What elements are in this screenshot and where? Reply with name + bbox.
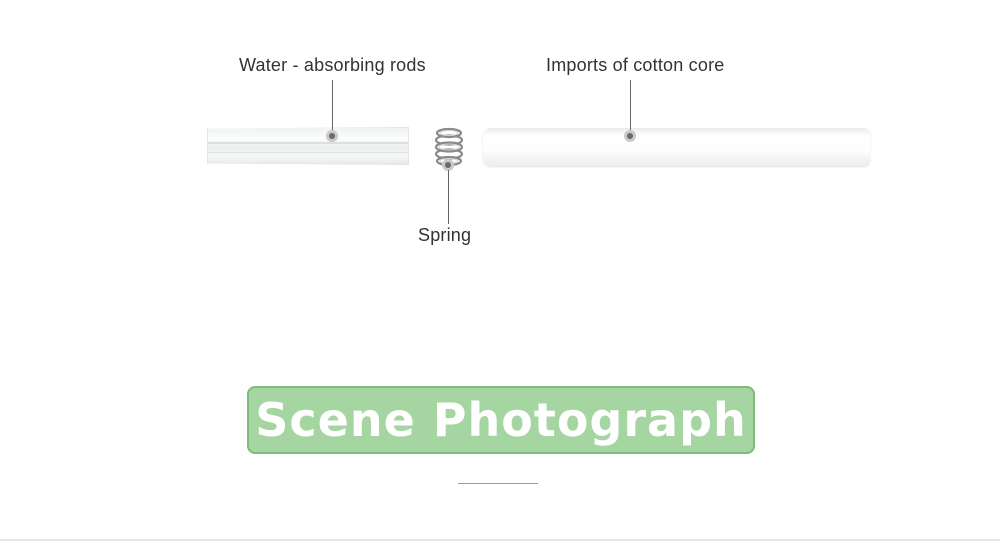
core-callout-label: Imports of cotton core <box>546 55 725 75</box>
rod-leader-line <box>332 80 333 132</box>
scene-photograph-banner: Scene Photograph <box>247 386 755 454</box>
bottom-divider <box>0 539 1000 541</box>
water-absorbing-rod <box>207 127 409 165</box>
spring-callout-dot <box>442 159 454 171</box>
spring-image <box>434 127 464 167</box>
spring-leader-line <box>448 170 449 224</box>
rod-callout-label: Water - absorbing rods <box>239 55 426 75</box>
spring-callout-label: Spring <box>418 225 472 245</box>
rod-callout-dot <box>326 130 338 142</box>
cotton-core-rod <box>483 128 870 166</box>
core-callout-dot <box>624 130 636 142</box>
accent-divider <box>458 483 538 484</box>
banner-title: Scene Photograph <box>255 393 747 447</box>
core-leader-line <box>630 80 631 130</box>
